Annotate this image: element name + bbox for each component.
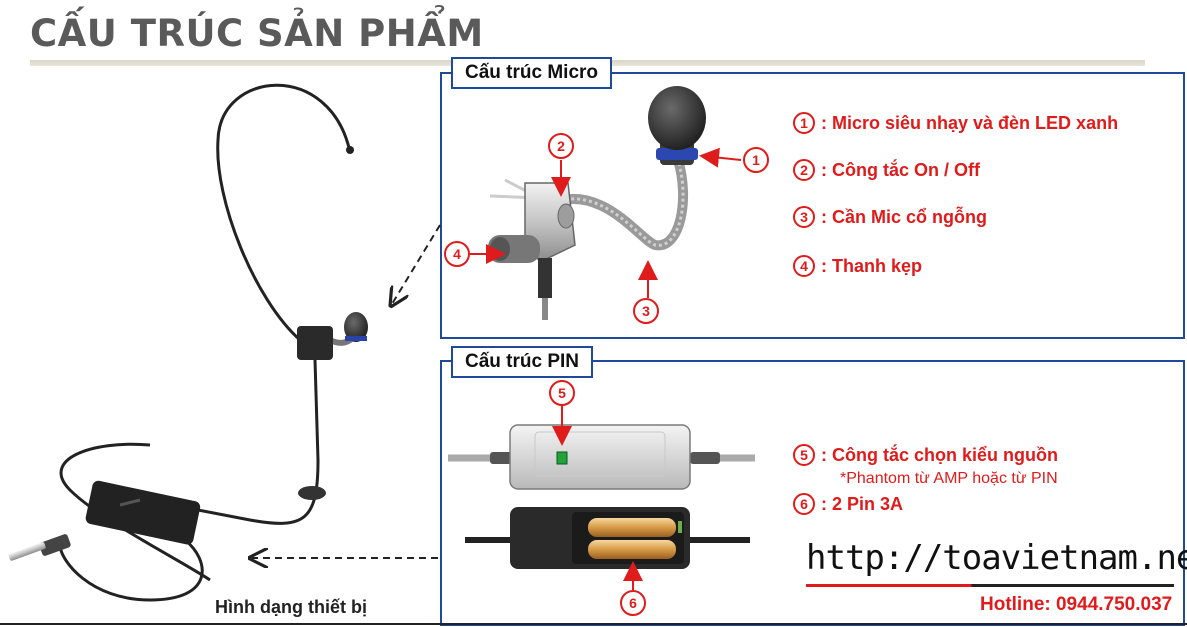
pin-structure-label: Cấu trúc PIN <box>451 346 594 378</box>
page-title: CẤU TRÚC SẢN PHẨM <box>30 12 484 55</box>
svg-text:1: 1 <box>752 152 760 168</box>
micro-structure-label: Cấu trúc Micro <box>451 57 613 89</box>
legend-text: : Cần Mic cổ ngỗng <box>821 206 987 227</box>
hotline-text: Hotline: 0944.750.037 <box>980 594 1173 615</box>
svg-text:6: 6 <box>629 595 637 611</box>
legend-number: 1 <box>793 112 815 134</box>
pin-callouts: 5 6 <box>549 380 646 616</box>
legend-item-1: 1 : Micro siêu nhạy và đèn LED xanh <box>793 112 1118 134</box>
device-caption: Hình dạng thiết bị <box>215 597 367 617</box>
headset-drawing <box>8 83 368 602</box>
legend-text: : Thanh kẹp <box>821 255 923 276</box>
bottom-border <box>0 623 1187 625</box>
website-underline <box>806 584 1174 587</box>
svg-text:4: 4 <box>453 246 461 262</box>
legend-item-5: 5 : Công tắc chọn kiểu nguồn <box>793 444 1058 466</box>
legend-number: 3 <box>793 206 815 228</box>
website-url[interactable]: http://toavietnam.net <box>806 538 1187 578</box>
legend-item-2: 2 : Công tắc On / Off <box>793 159 980 181</box>
battery-pack-closed <box>448 424 755 490</box>
battery-pack-open <box>465 507 750 569</box>
legend-note: *Phantom từ AMP hoặc từ PIN <box>840 470 1058 487</box>
micro-callouts: 1 2 3 4 <box>444 133 769 324</box>
legend-text: : Công tắc On / Off <box>821 159 980 180</box>
legend-number: 6 <box>793 493 815 515</box>
legend-item-6: 6 : 2 Pin 3A <box>793 493 903 515</box>
svg-text:2: 2 <box>557 138 565 154</box>
legend-number: 4 <box>793 255 815 277</box>
legend-item-4: 4 : Thanh kẹp <box>793 255 922 277</box>
legend-item-3: 3 : Cần Mic cổ ngỗng <box>793 206 987 228</box>
legend-text: : Công tắc chọn kiểu nguồn <box>821 444 1058 465</box>
legend-text: : Micro siêu nhạy và đèn LED xanh <box>821 112 1119 133</box>
svg-text:3: 3 <box>642 303 650 319</box>
svg-text:5: 5 <box>558 385 566 401</box>
microphone-closeup <box>488 86 706 320</box>
legend-number: 5 <box>793 444 815 466</box>
legend-number: 2 <box>793 159 815 181</box>
legend-text: : 2 Pin 3A <box>821 493 904 514</box>
